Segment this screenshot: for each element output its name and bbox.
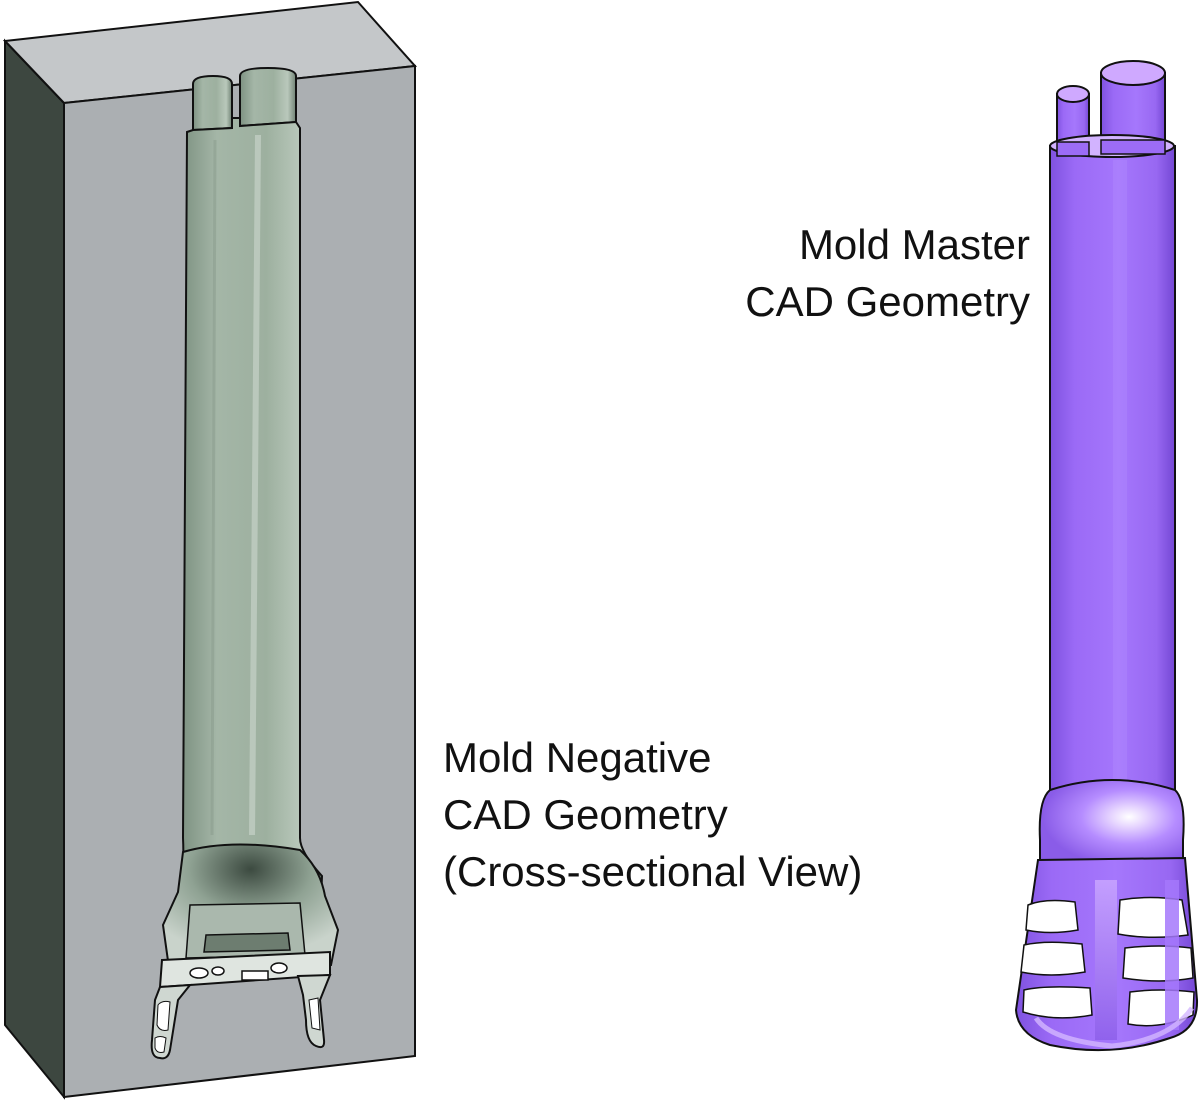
mold-negative-block <box>2 0 418 1100</box>
mold-master <box>1014 60 1199 1052</box>
mold-negative-label-line1: Mold Negative <box>443 734 712 781</box>
cavity-large-vent <box>239 66 297 128</box>
block-side-face <box>4 38 65 1100</box>
mold-negative-label: Mold Negative CAD Geometry (Cross-sectio… <box>443 729 862 900</box>
master-dome <box>1038 779 1185 863</box>
master-shaft <box>1049 145 1176 801</box>
mold-negative-label-line2: CAD Geometry <box>443 791 728 838</box>
mold-master-label: Mold Master CAD Geometry <box>745 216 1030 330</box>
mold-master-label-line2: CAD Geometry <box>745 278 1030 325</box>
mold-master-label-line1: Mold Master <box>798 221 1030 268</box>
mold-negative-label-line3: (Cross-sectional View) <box>443 848 863 895</box>
cavity-small-vent <box>192 74 233 132</box>
